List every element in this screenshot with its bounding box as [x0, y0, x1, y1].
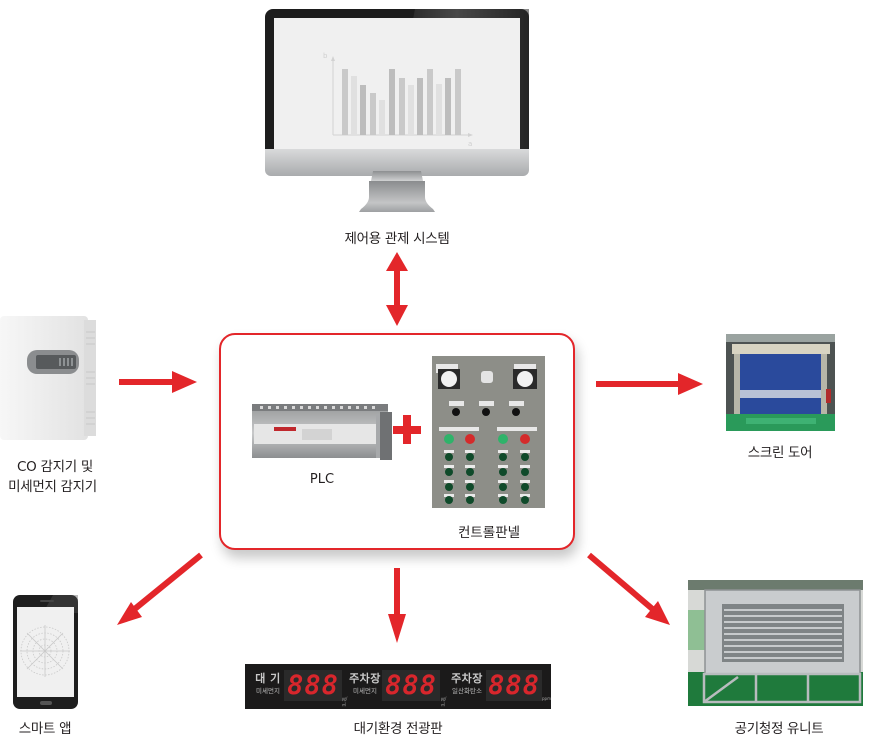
monitor-stand [359, 181, 435, 212]
sensor-device-icon [0, 316, 96, 440]
smart-app-label: 스마트 앱 [18, 721, 72, 737]
arrow-sensor-to-hub [119, 371, 197, 393]
led-segment-title: 주차장 [451, 672, 483, 685]
led-segment-digits: 888 [382, 670, 440, 701]
screen-door-photo [726, 334, 835, 431]
led-segment-digits: 888 [486, 670, 542, 701]
arrow-hub-to-smart-app [129, 552, 203, 615]
air-purifier-label: 공기청정 유니트 [734, 721, 824, 737]
arrow-hub-to-led-board [388, 568, 406, 643]
led-segment-title: 대 기 [255, 672, 281, 685]
air-quality-led-board: 대 기 미세먼지 888 ㎍/㎥ 주차장 미세먼지 888 ㎍/㎥ 주차장 일산… [245, 664, 551, 709]
led-segment-unit: ㎍/㎥ [342, 696, 348, 707]
sensor-label: CO 감지기 및 미세먼지 감지기 [0, 457, 120, 497]
plus-icon [393, 415, 423, 445]
monitor-chart [331, 56, 473, 137]
chart-x-axis-label: a [468, 140, 473, 148]
air-purifier-photo [688, 580, 863, 706]
arrow-control-system-to-hub [386, 252, 408, 326]
control-system-monitor: b a [265, 9, 529, 191]
smartphone-icon [13, 595, 78, 709]
hub-plc-control-panel: PLC + [219, 333, 575, 550]
led-segment-subtitle: 일산화탄소 [452, 687, 482, 695]
sensor-label-line2: 미세먼지 감지기 [8, 479, 97, 495]
led-segment-title: 주차장 [349, 672, 381, 685]
led-segment: 대 기 미세먼지 888 ㎍/㎥ [253, 670, 347, 707]
led-segment: 주차장 미세먼지 888 ㎍/㎥ [349, 670, 446, 707]
led-board-label: 대기환경 전광판 [353, 721, 443, 737]
control-panel-icon [432, 356, 545, 508]
chart-y-axis-label: b [323, 52, 328, 60]
plc-device-icon [252, 404, 392, 460]
arrow-hub-to-screen-door [596, 373, 703, 395]
plc-label: PLC [309, 472, 335, 487]
led-segment: 주차장 일산화탄소 888 ppm [450, 670, 551, 701]
screen-door-label: 스크린 도어 [747, 445, 813, 461]
led-segment-subtitle: 미세먼지 [353, 687, 377, 695]
control-panel-label: 컨트롤판넬 [457, 525, 521, 541]
arrowhead-smart-app [117, 602, 142, 625]
sensor-label-line1: CO 감지기 및 [17, 459, 93, 475]
arrow-hub-to-air-purifier [587, 552, 658, 615]
led-segment-unit: ppm [542, 696, 551, 701]
control-system-label: 제어용 관제 시스템 [344, 231, 450, 247]
led-segment-unit: ㎍/㎥ [441, 696, 447, 707]
monitor-icon [265, 9, 529, 181]
led-segment-subtitle: 미세먼지 [256, 687, 280, 695]
led-segment-digits: 888 [284, 670, 342, 701]
arrowhead-air-purifier [645, 601, 670, 625]
